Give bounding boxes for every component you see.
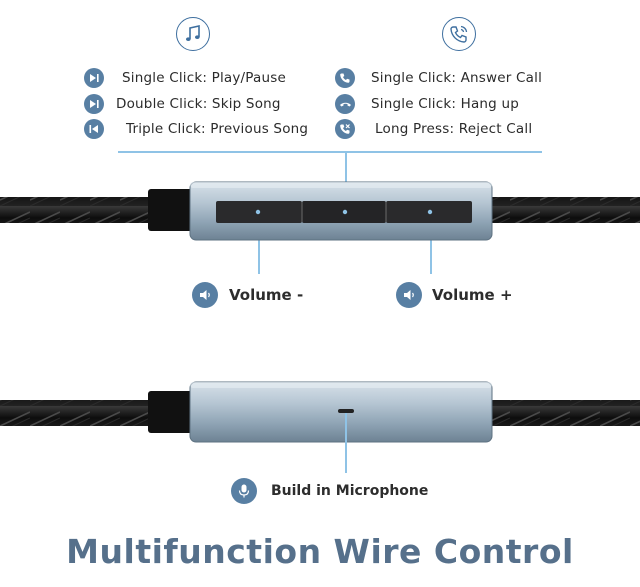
volume-up-callout: Volume + — [396, 282, 513, 308]
reject-call-icon — [335, 119, 355, 139]
connector-line — [430, 212, 432, 274]
phone-call-icon — [442, 17, 476, 51]
feature-hang-up: Single Click: Hang up — [335, 93, 519, 115]
speaker-icon — [396, 282, 422, 308]
connector-line — [345, 151, 347, 207]
connector-line — [258, 212, 260, 274]
feature-play-pause: Single Click: Play/Pause — [84, 67, 286, 89]
feature-label: Single Click: Hang up — [371, 96, 519, 112]
button-dot — [427, 209, 433, 215]
music-note-icon — [176, 17, 210, 51]
microphone-icon — [231, 478, 257, 504]
microphone-hole — [338, 409, 354, 413]
feature-label: Triple Click: Previous Song — [126, 121, 309, 137]
connector-line — [345, 413, 347, 473]
feature-reject-call: Long Press: Reject Call — [335, 118, 532, 140]
page-title: Multifunction Wire Control — [66, 532, 574, 571]
microphone-remote — [0, 381, 640, 443]
feature-label: Single Click: Answer Call — [371, 70, 543, 86]
feature-answer-call: Single Click: Answer Call — [335, 67, 542, 89]
feature-skip-song: Double Click: Skip Song — [84, 93, 281, 115]
feature-label: Double Click: Skip Song — [116, 96, 281, 112]
microphone-callout: Build in Microphone — [231, 478, 428, 504]
skip-forward-icon — [84, 94, 104, 114]
cable-strain-relief — [148, 189, 196, 231]
feature-label: Long Press: Reject Call — [375, 121, 533, 137]
volume-down-callout: Volume - — [192, 282, 303, 308]
feature-label: Single Click: Play/Pause — [122, 70, 287, 86]
skip-back-icon — [84, 119, 104, 139]
button-dot — [342, 209, 348, 215]
feature-previous-song: Triple Click: Previous Song — [84, 118, 308, 140]
inline-remote-control — [0, 181, 640, 241]
volume-down-label: Volume - — [229, 286, 304, 304]
microphone-label: Build in Microphone — [271, 483, 429, 499]
cable-strain-relief — [148, 391, 196, 433]
answer-call-icon — [335, 68, 355, 88]
divider-line — [118, 151, 542, 153]
button-dot — [255, 209, 261, 215]
volume-up-label: Volume + — [432, 286, 513, 304]
hang-up-icon — [335, 94, 355, 114]
speaker-icon — [192, 282, 218, 308]
play-pause-icon — [84, 68, 104, 88]
